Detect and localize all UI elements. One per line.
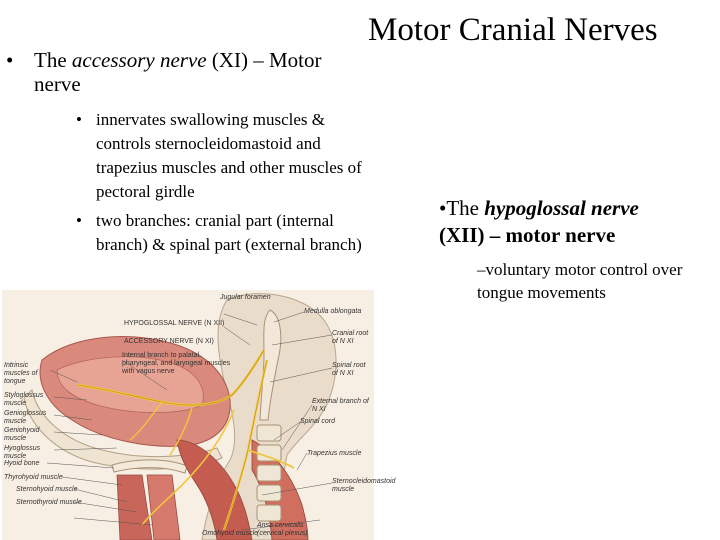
accessory-suffix: (XI) – Motor bbox=[206, 48, 322, 72]
subpoint-text: two branches: cranial part (internal bra… bbox=[96, 211, 362, 254]
label-spinal-cord: Spinal cord bbox=[300, 418, 336, 425]
label-sternothyroid: Sternothyroid muscle bbox=[16, 499, 82, 506]
label-trapezius: Trapezius muscle bbox=[307, 450, 362, 457]
accessory-intro: The bbox=[34, 48, 72, 72]
hypoglossal-intro: The bbox=[446, 196, 485, 220]
bullet-icon: • bbox=[76, 211, 82, 230]
label-intrinsic-muscles: Intrinsic muscles of tongue bbox=[4, 362, 38, 385]
hypoglossal-nerve-heading: •The hypoglossal nerve (XII) – motor ner… bbox=[439, 195, 709, 249]
label-medulla: Medulla oblongata bbox=[304, 308, 362, 315]
label-hyoid-bone: Hyoid bone bbox=[4, 460, 40, 467]
label-accessory-nerve: ACCESSORY NERVE (N XI) bbox=[124, 338, 214, 345]
accessory-nerve-name: accessory nerve bbox=[71, 48, 207, 72]
anatomy-illustration: Jugular foramen Medulla oblongata HYPOGL… bbox=[2, 290, 396, 540]
label-external-branch: External branch of N XI bbox=[312, 398, 369, 413]
label-jugular-foramen: Jugular foramen bbox=[220, 294, 271, 301]
accessory-nerve-line: The accessory nerve (XI) – Motor bbox=[34, 48, 366, 72]
subpoint-text: innervates swallowing muscles & controls… bbox=[96, 110, 362, 201]
label-cranial-root: Cranial root of N XI bbox=[332, 330, 369, 345]
label-ansa-cervicalis: Ansa cervicalis (cervical plexus) bbox=[257, 522, 308, 537]
label-hyoglossus: Hyoglossus muscle bbox=[4, 445, 41, 460]
slide-title: Motor Cranial Nerves bbox=[368, 12, 658, 48]
label-hypoglossal-nerve: HYPOGLOSSAL NERVE (N XII) bbox=[124, 320, 225, 327]
label-styloglossus: Styloglossus muscle bbox=[4, 392, 44, 407]
bullet-icon: • bbox=[6, 48, 14, 72]
label-genioglossus: Genioglossus muscle bbox=[4, 410, 47, 425]
accessory-subpoint-2: • two branches: cranial part (internal b… bbox=[76, 209, 376, 257]
label-sternohyoid: Sternohyoid muscle bbox=[16, 486, 78, 493]
label-internal-branch: Internal branch to palatal, pharyngeal, … bbox=[122, 352, 231, 375]
anatomy-drawing bbox=[2, 290, 374, 540]
accessory-nerve-line-2: nerve bbox=[34, 72, 81, 96]
label-omohyoid: Omohyoid muscle bbox=[202, 530, 259, 537]
label-sternocleidomastoid: Sternocleidomastoid muscle bbox=[332, 478, 396, 493]
hypoglossal-suffix: (XII) – motor nerve bbox=[439, 223, 616, 247]
label-thyrohyoid: Thyrohyoid muscle bbox=[4, 474, 63, 481]
accessory-nerve-heading: • The accessory nerve (XI) – Motor nerve bbox=[6, 48, 366, 96]
bullet-icon: • bbox=[76, 110, 82, 129]
hypoglossal-subpoint: –voluntary motor control over tongue mov… bbox=[477, 260, 683, 302]
label-spinal-root: Spinal root of N XI bbox=[332, 362, 366, 377]
bullet-icon: • bbox=[439, 196, 447, 220]
hypoglossal-nerve-name: hypoglossal nerve bbox=[484, 196, 639, 220]
accessory-subpoint-1: • innervates swallowing muscles & contro… bbox=[76, 108, 376, 204]
label-geniohyoid: Geniohyoid muscle bbox=[4, 427, 40, 442]
